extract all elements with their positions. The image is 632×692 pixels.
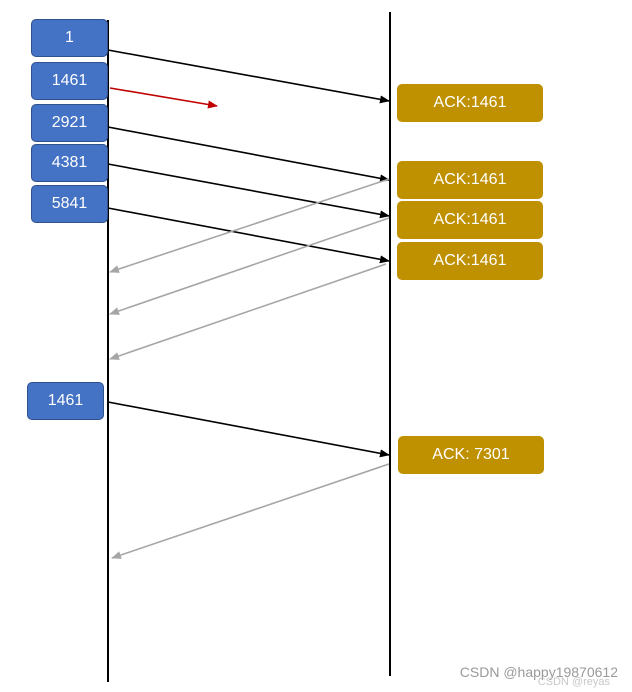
packet-seq-5841: 5841 — [31, 185, 108, 223]
retransmit-arrow-1461 — [107, 401, 390, 458]
packet-seq-1: 1 — [31, 19, 108, 57]
packet-seq-1461-retransmit: 1461 — [27, 382, 104, 420]
dup-ack-arrow-3 — [109, 263, 387, 360]
dup-ack-arrow-1 — [109, 178, 390, 273]
segment-arrow-4381 — [107, 163, 390, 219]
packet-seq-1461: 1461 — [31, 62, 108, 100]
segment-arrow-5841 — [107, 207, 390, 264]
ack-box-3: ACK:1461 — [397, 201, 543, 239]
packet-seq-4381: 4381 — [31, 144, 108, 182]
ack-7301-arrow — [111, 463, 390, 559]
watermark: CSDN @happy19870612 — [459, 664, 618, 680]
ack-box-4: ACK:1461 — [397, 242, 543, 280]
ack-box-2: ACK:1461 — [397, 161, 543, 199]
ack-box-1: ACK:1461 — [397, 84, 543, 122]
segment-arrow-2921 — [107, 126, 390, 183]
ack-box-7301: ACK: 7301 — [398, 436, 544, 474]
packet-seq-2921: 2921 — [31, 104, 108, 142]
watermark-small: CSDN @reyas — [537, 676, 610, 688]
dup-ack-arrow-2 — [109, 217, 390, 315]
segment-arrow-1 — [107, 49, 390, 104]
lost-segment-arrow-1461 — [109, 87, 218, 109]
